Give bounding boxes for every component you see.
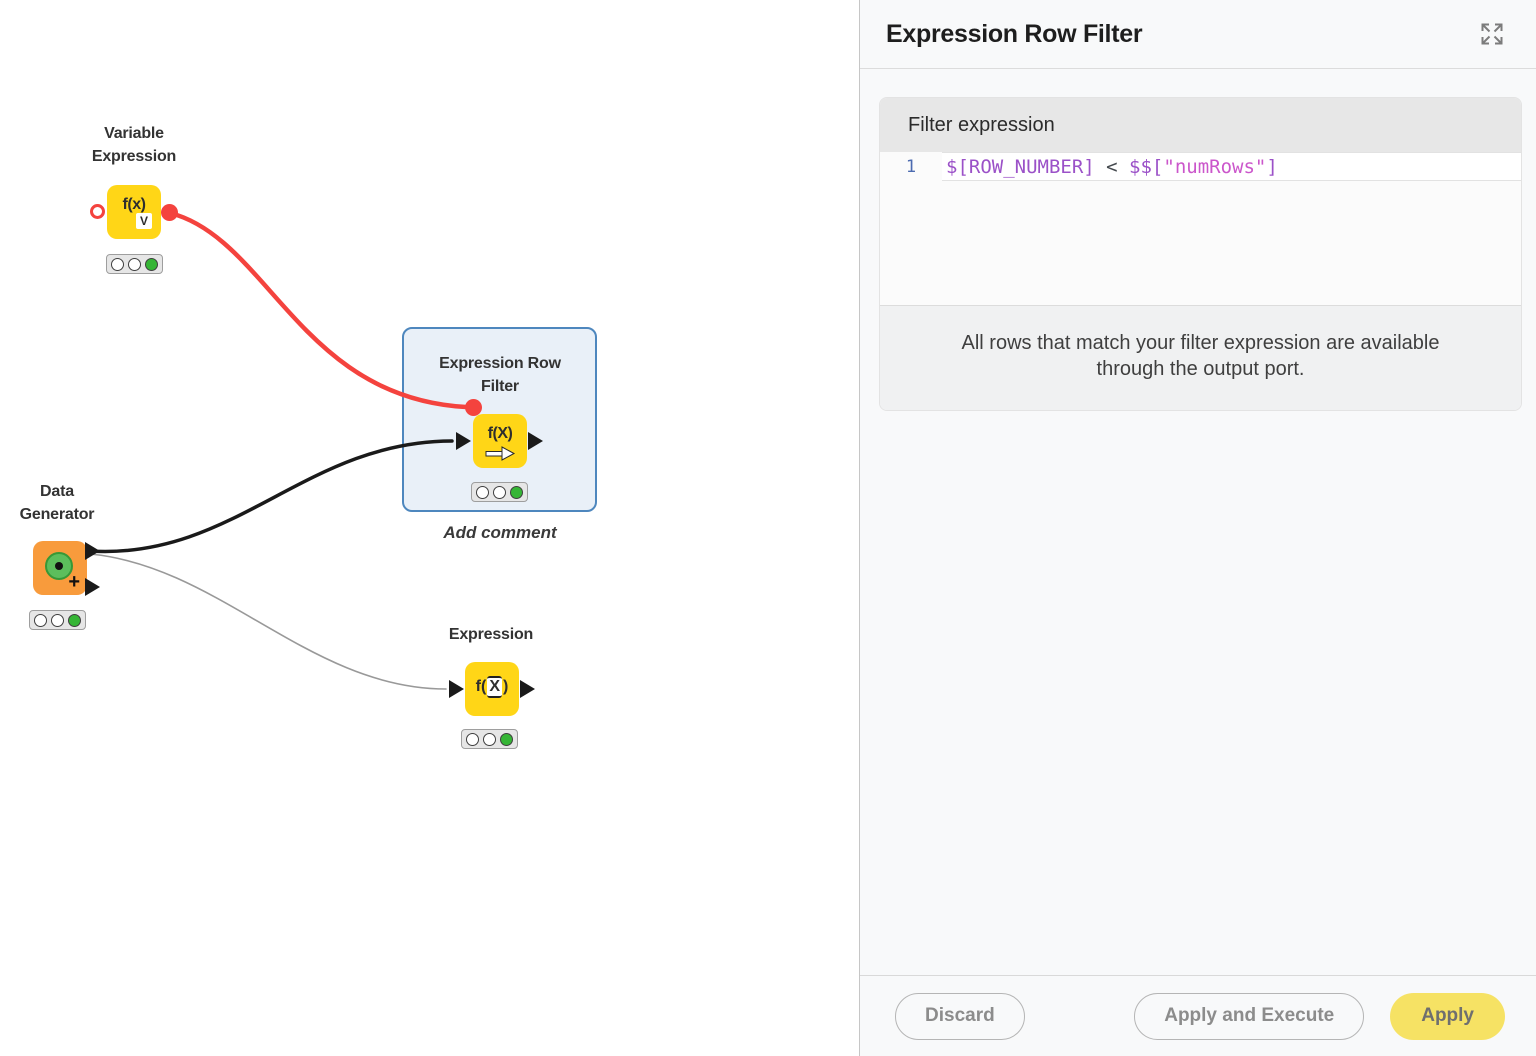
data-output-port-1[interactable] (85, 542, 100, 560)
code-token: ] (1266, 155, 1278, 178)
code-token: $$[ (1129, 155, 1164, 178)
status-executed-icon (68, 613, 81, 627)
data-output-port-2[interactable] (85, 578, 100, 596)
apply-button[interactable]: Apply (1390, 992, 1505, 1040)
card-header: Filter expression (880, 98, 1521, 152)
filter-expression-card: Filter expression 1 $[ROW_NUMBER] < $$["… (879, 97, 1522, 411)
connection-flow-variable[interactable] (167, 210, 469, 410)
node-expression-row-filter[interactable]: f(X) (473, 414, 527, 468)
traffic-light-data-generator (29, 610, 86, 630)
status-idle-icon (111, 257, 124, 271)
flow-variable-input-port-connected[interactable] (465, 399, 482, 416)
code-token: < (1094, 155, 1130, 178)
flow-variable-input-port[interactable] (90, 204, 105, 219)
code-line[interactable]: 1 $[ROW_NUMBER] < $$["numRows"] (880, 152, 1521, 181)
fx-icon: f(x) (122, 196, 146, 213)
fx-column-icon: f(X) (465, 676, 519, 698)
expression-input-port[interactable] (449, 680, 464, 698)
status-executed-icon (145, 257, 158, 271)
node-expression[interactable]: f(X) (465, 662, 519, 716)
status-idle-icon (476, 485, 489, 499)
connection-data-to-expression[interactable] (89, 553, 447, 690)
apply-and-execute-button[interactable]: Apply and Execute (1134, 992, 1365, 1040)
expression-output-port[interactable] (520, 680, 535, 698)
traffic-light-expression-row-filter (471, 482, 528, 502)
variable-badge-icon: V (136, 213, 152, 229)
status-idle-icon (466, 732, 479, 746)
filter-help-text: All rows that match your filter expressi… (880, 305, 1521, 410)
status-executed-icon (500, 732, 513, 746)
expression-code-editor[interactable]: 1 $[ROW_NUMBER] < $$["numRows"] (880, 152, 1521, 305)
row-filter-output-port[interactable] (528, 432, 543, 450)
node-label-expression-row-filter: Expression Row Filter (439, 355, 561, 395)
expand-panel-button[interactable] (1477, 19, 1507, 49)
connection-data-to-row-filter[interactable] (88, 439, 454, 554)
add-comment-button[interactable]: Add comment (443, 523, 557, 542)
code-token: "numRows" (1163, 155, 1267, 178)
plus-icon: + (68, 571, 80, 593)
fx-icon: f(X) (487, 425, 513, 442)
config-panel-footer: Discard Apply and Execute Apply (860, 975, 1536, 1056)
status-configured-icon (483, 732, 496, 746)
data-generator-icon (45, 552, 73, 580)
page-title: Expression Row Filter (886, 19, 1143, 48)
code-text[interactable]: $[ROW_NUMBER] < $$["numRows"] (942, 152, 1521, 181)
node-label-variable-expression: Variable Expression (91, 125, 177, 165)
config-panel-header: Expression Row Filter (860, 0, 1536, 69)
code-token: $[ROW_NUMBER] (946, 155, 1095, 178)
row-filter-input-port[interactable] (456, 432, 471, 450)
row-filter-arrow-icon (485, 446, 516, 461)
config-panel-body: Filter expression 1 $[ROW_NUMBER] < $$["… (860, 69, 1536, 975)
node-label-expression: Expression (448, 626, 534, 643)
flow-variable-output-port[interactable] (161, 204, 178, 221)
node-config-panel: Expression Row Filter Filter expression … (859, 0, 1536, 1056)
workflow-canvas[interactable]: Variable Expression f(x) V Data Generato… (0, 0, 859, 1056)
status-idle-icon (34, 613, 47, 627)
expand-arrows-icon (1481, 23, 1503, 45)
node-variable-expression[interactable]: f(x) V (107, 185, 161, 239)
traffic-light-variable-expression (106, 254, 163, 274)
status-configured-icon (51, 613, 64, 627)
connections-layer (88, 210, 469, 690)
discard-button[interactable]: Discard (895, 992, 1025, 1040)
line-number: 1 (905, 156, 917, 177)
status-executed-icon (510, 485, 523, 499)
node-data-generator[interactable]: + (33, 541, 87, 595)
node-label-data-generator: Data Generator (19, 483, 95, 523)
status-configured-icon (128, 257, 141, 271)
status-configured-icon (493, 485, 506, 499)
traffic-light-expression (461, 729, 518, 749)
